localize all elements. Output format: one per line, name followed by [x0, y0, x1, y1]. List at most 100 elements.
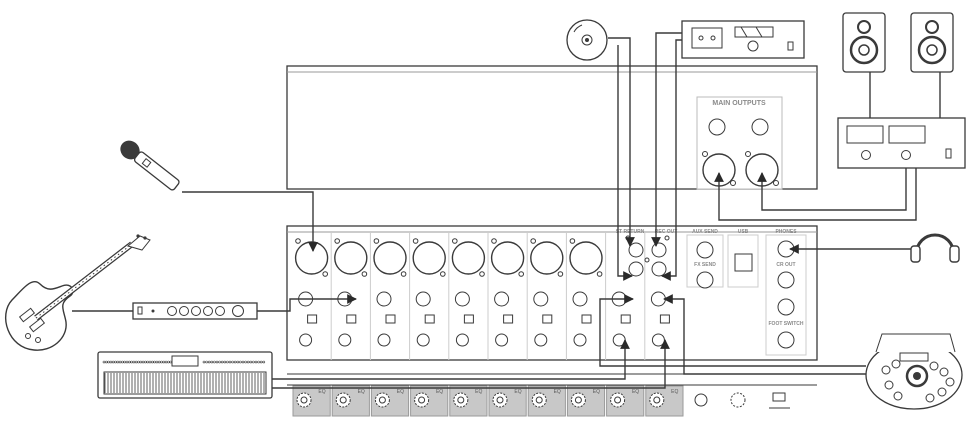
insert-switch-6[interactable] [503, 314, 514, 324]
st-return-jack-r[interactable] [651, 242, 667, 258]
cable-main-r [757, 168, 907, 211]
line-input-5[interactable] [454, 291, 470, 307]
xlr-input-6[interactable] [490, 241, 525, 275]
line-input-7[interactable] [533, 291, 549, 307]
st-return-jack-l[interactable] [628, 242, 644, 258]
eq-label-9: EQ [632, 389, 639, 395]
power-amplifier-icon [837, 117, 966, 169]
master-knob-a[interactable] [694, 393, 708, 407]
cable-cd [608, 37, 635, 247]
aux-send-label: AUX SEND [692, 229, 718, 235]
drum-pad-3[interactable] [893, 391, 903, 401]
usb-port[interactable] [734, 253, 753, 272]
main-out-right-jack[interactable] [751, 118, 769, 136]
drum-pad-9[interactable] [891, 359, 901, 369]
drum-pad-8[interactable] [925, 393, 935, 403]
insert-switch-1[interactable] [307, 314, 318, 324]
drum-pad-4[interactable] [929, 361, 939, 371]
drum-pad-7[interactable] [937, 387, 947, 397]
aux-send-jack[interactable] [696, 241, 714, 259]
direct-out-3[interactable] [377, 333, 391, 347]
eq-label-6: EQ [514, 389, 521, 395]
cr-out-jack-r[interactable] [777, 298, 795, 316]
xlr-input-3[interactable] [373, 241, 407, 275]
insert-switch-4[interactable] [424, 314, 435, 324]
xlr-input-2[interactable] [334, 241, 368, 275]
direct-out-10[interactable] [651, 333, 665, 347]
direct-out-8[interactable] [573, 333, 587, 347]
eq-label-3: EQ [397, 389, 404, 395]
studio-monitor-icon [842, 12, 954, 73]
mixer-panel: ST RETURN REC OUT AUX SEND FX SEND USB P… [286, 225, 818, 417]
cr-out-jack-l[interactable] [777, 271, 795, 289]
insert-switch-2[interactable] [346, 314, 357, 324]
cassette-deck-icon [681, 20, 805, 59]
eq-label-8: EQ [593, 389, 600, 395]
fx-send-label: FX SEND [694, 262, 716, 268]
keyboard-icon [97, 351, 273, 399]
drum-pad-6[interactable] [945, 377, 955, 387]
cable-keyboard-r [272, 339, 670, 389]
cable-fx-ch2 [257, 294, 357, 312]
eq-strip-8 [566, 385, 606, 417]
direct-out-5[interactable] [455, 333, 469, 347]
insert-switch-8[interactable] [581, 314, 592, 324]
cables [72, 32, 941, 389]
cable-cassette [651, 32, 682, 247]
drum-pad-1[interactable] [881, 365, 891, 375]
direct-out-6[interactable] [495, 333, 509, 347]
line-input-6[interactable] [494, 291, 510, 307]
line-input-3[interactable] [376, 291, 392, 307]
cable-main-l [714, 168, 917, 221]
line-input-10[interactable] [650, 291, 666, 307]
direct-out-2[interactable] [338, 333, 352, 347]
line-input-8[interactable] [572, 291, 588, 307]
rec-out-jack-l[interactable] [628, 261, 644, 277]
headphones-icon [910, 233, 960, 263]
drum-pad-5[interactable] [939, 367, 949, 377]
eq-label-4: EQ [436, 389, 443, 395]
fx-send-jack[interactable] [696, 271, 714, 289]
direct-out-4[interactable] [416, 333, 430, 347]
direct-out-1[interactable] [299, 333, 313, 347]
eq-label-5: EQ [475, 389, 482, 395]
xlr-input-8[interactable] [569, 241, 603, 275]
rear-panel: MAIN OUTPUTS [286, 65, 818, 190]
direct-out-7[interactable] [534, 333, 548, 347]
eq-label-7: EQ [554, 389, 561, 395]
xlr-input-5[interactable] [451, 241, 486, 275]
insert-switch-5[interactable] [463, 314, 474, 324]
xlr-input-1[interactable] [294, 241, 329, 275]
phones-label: PHONES [775, 229, 797, 235]
line-input-4[interactable] [415, 291, 431, 307]
cable-cd-r [617, 45, 633, 281]
insert-switch-7[interactable] [542, 314, 553, 324]
insert-switch-10[interactable] [659, 314, 670, 324]
cable-keyboard-l [272, 339, 630, 380]
microphone-icon [120, 140, 180, 191]
rec-out-jack-r[interactable] [651, 261, 667, 277]
main-out-left-jack[interactable] [708, 118, 726, 136]
eq-label-10: EQ [671, 389, 678, 395]
drum-machine-icon [865, 333, 963, 410]
cable-drum-l2 [599, 294, 634, 367]
usb-label: USB [738, 229, 749, 235]
cable-cassette-r [661, 39, 682, 281]
main-outputs-label: MAIN OUTPUTS [712, 100, 766, 107]
drum-pad-2[interactable] [884, 380, 894, 390]
xlr-input-4[interactable] [412, 241, 446, 275]
electric-guitar-icon [4, 234, 151, 351]
foot-switch-jack[interactable] [777, 331, 795, 349]
effects-unit-icon [132, 302, 258, 320]
insert-switch-3[interactable] [385, 314, 396, 324]
insert-switch-9[interactable] [620, 314, 631, 324]
master-knob-b[interactable] [730, 392, 746, 408]
eq-strip-6 [488, 385, 527, 417]
xlr-input-7[interactable] [530, 241, 564, 275]
eq-label-1: EQ [318, 389, 325, 395]
direct-out-9[interactable] [612, 333, 626, 347]
master-switch[interactable] [772, 392, 786, 402]
cd-player-icon [566, 19, 608, 61]
